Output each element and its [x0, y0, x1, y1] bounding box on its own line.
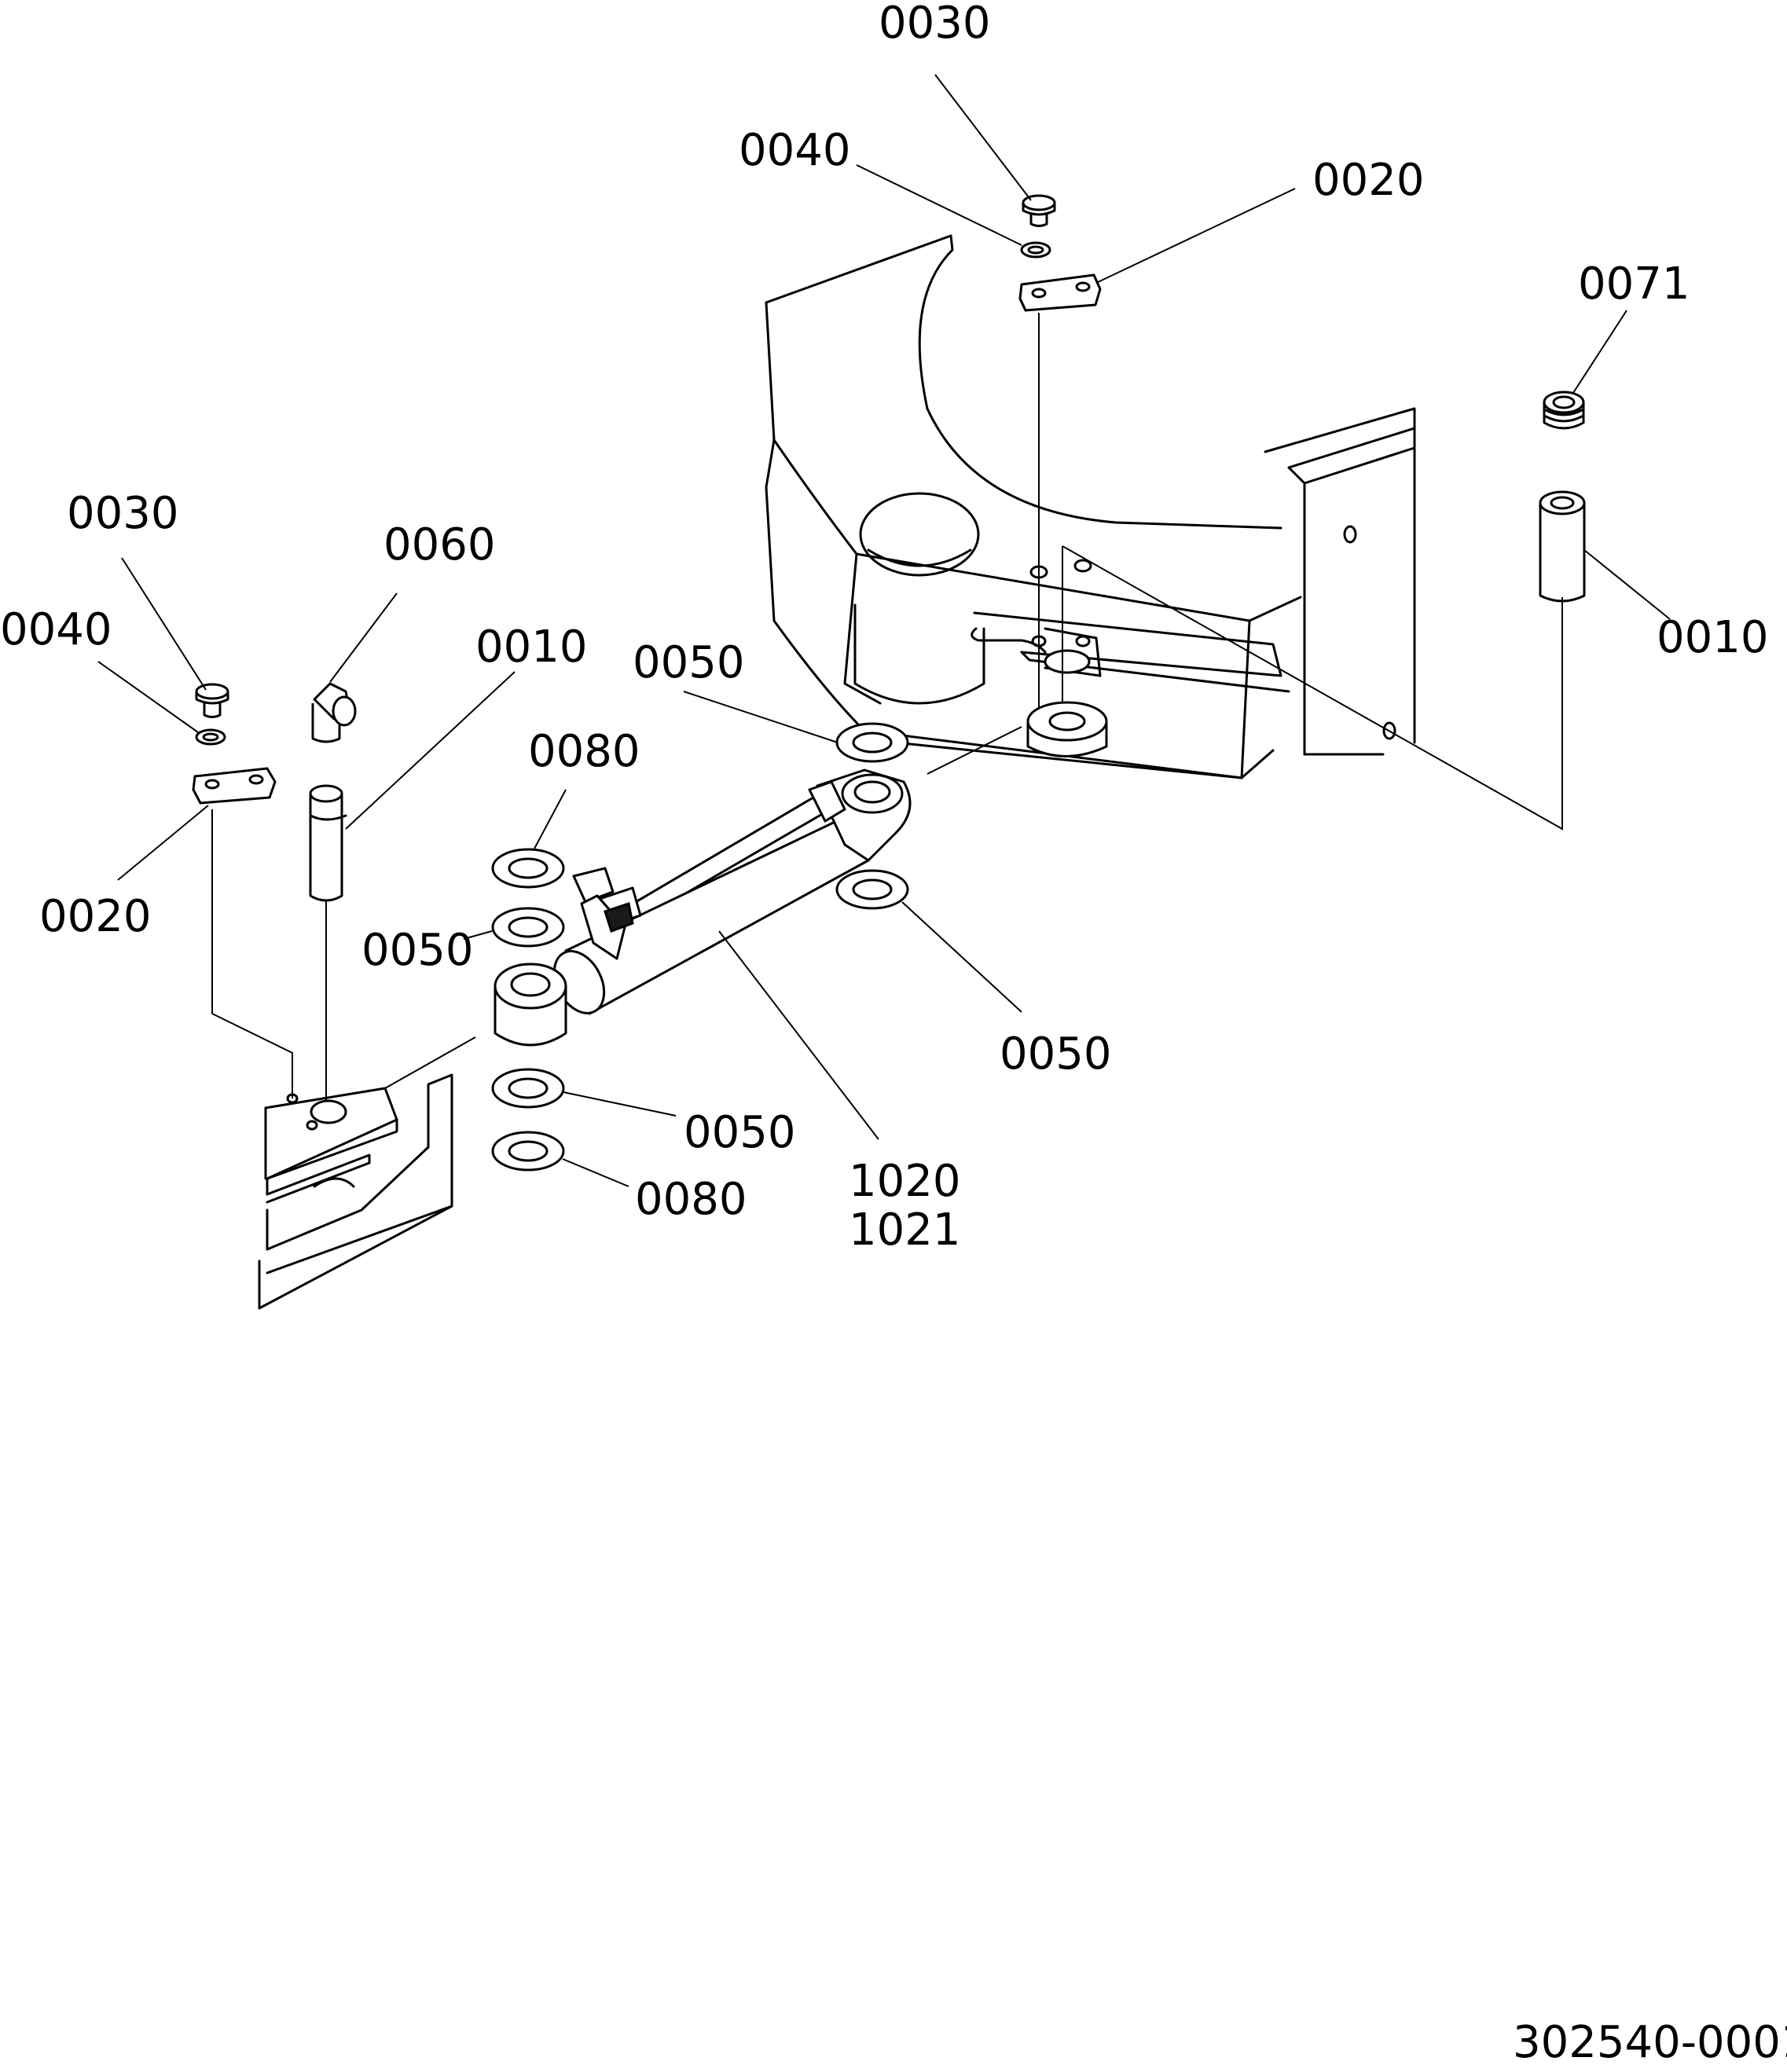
assembly-center-lines	[211, 313, 1563, 1100]
leader-lines	[97, 74, 1671, 1187]
callout-0050-upper: 0050	[633, 637, 745, 688]
washer-0050-right	[835, 869, 909, 910]
washer-0050-lower	[491, 1068, 565, 1109]
pin-0010-left	[309, 784, 347, 902]
callout-0050-left: 0050	[361, 925, 474, 976]
callout-0030-left: 0030	[67, 488, 179, 539]
washer-0040-left	[195, 728, 226, 746]
callout-0020-left: 0020	[39, 891, 152, 942]
washer-0050-upper	[835, 722, 909, 763]
left-mounting-bracket	[258, 1073, 453, 1310]
callout-0030-top: 0030	[879, 0, 991, 49]
callout-0040-left: 0040	[0, 604, 112, 655]
plate-0020-top	[1018, 273, 1102, 312]
callout-0040-top: 0040	[739, 125, 851, 176]
callout-0080-lower: 0080	[635, 1174, 747, 1225]
bolt-0030-top	[1022, 194, 1056, 227]
callout-0071: 0071	[1578, 259, 1690, 310]
plug-0071	[1543, 391, 1585, 430]
washer-0050-left	[491, 907, 565, 948]
pin-0010-right	[1539, 490, 1586, 603]
bolt-0030-left	[195, 683, 229, 718]
plate-0020-left	[192, 767, 277, 805]
callout-0020-top: 0020	[1312, 155, 1425, 206]
callout-0050-lower: 0050	[684, 1107, 796, 1158]
callout-0080-upper: 0080	[528, 726, 640, 777]
callout-0050-right: 0050	[1000, 1029, 1112, 1080]
washer-0080-lower	[491, 1131, 565, 1172]
callout-0010-right: 0010	[1657, 612, 1769, 663]
washer-0040-top	[1020, 241, 1051, 259]
washers	[491, 722, 909, 1172]
callout-1021: 1021	[849, 1205, 961, 1256]
callout-labels: 0030 0040 0020 0071 0010 0030 0060 0040 …	[0, 0, 1769, 1256]
grease-fitting-0060	[311, 682, 357, 743]
hydraulic-cylinder	[494, 768, 912, 1047]
callout-0010-left: 0010	[475, 622, 588, 673]
washer-0080-upper	[491, 848, 565, 889]
swing-bracket-frame	[765, 234, 1416, 779]
callout-0060: 0060	[383, 519, 496, 570]
callout-1020: 1020	[849, 1156, 961, 1207]
